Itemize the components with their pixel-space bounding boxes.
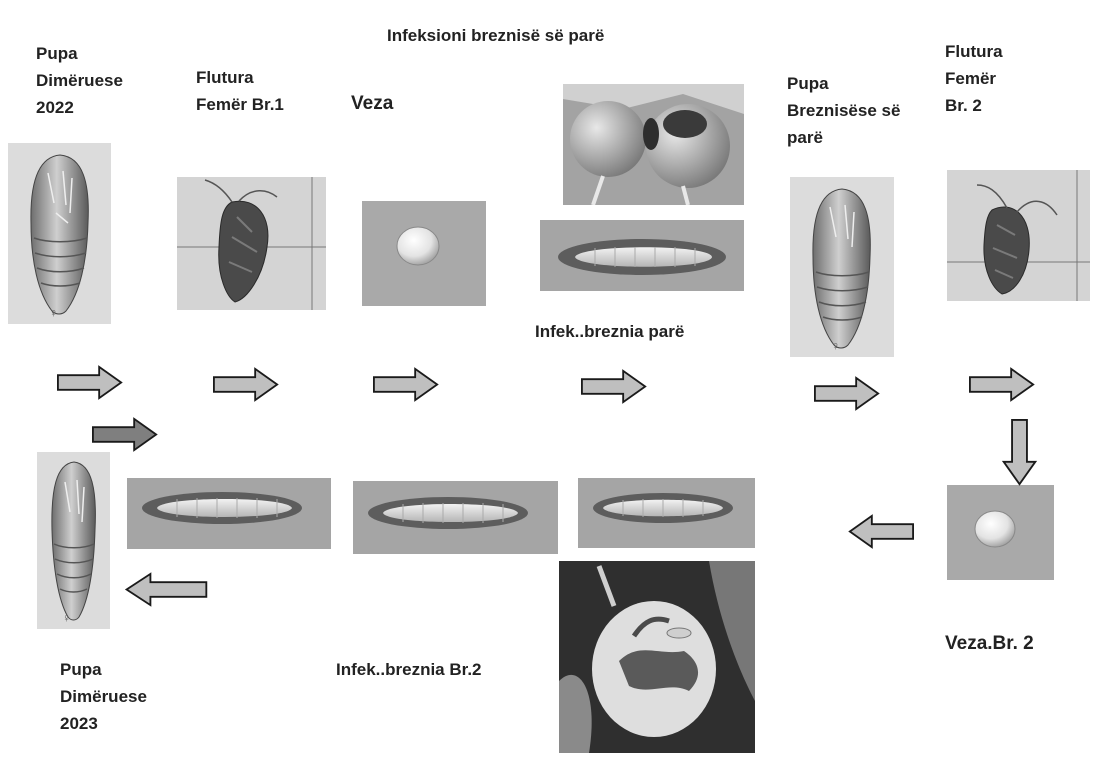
pupa-photo-2022: ♀	[8, 143, 111, 324]
arrow-left-2	[121, 572, 211, 607]
arrow-left-1	[845, 514, 917, 549]
arrow-right-4	[578, 369, 650, 404]
larva-photo-bottom-3	[578, 478, 755, 548]
pupa-photo-gen1: ♀	[790, 177, 894, 357]
svg-text:♀: ♀	[49, 306, 58, 320]
pupa-photo-2023: ♀	[37, 452, 110, 629]
arrow-right-6	[966, 367, 1038, 402]
egg-photo-br2	[947, 485, 1054, 580]
label-pupa-brezni-pare: Pupa Breznisëse së parë	[787, 74, 901, 147]
apples-photo	[563, 84, 744, 205]
arrow-right-2	[210, 367, 282, 402]
moth-female-photo-br1	[177, 177, 326, 310]
label-infek-breznia-pare: Infek..breznia parë	[535, 322, 685, 341]
arrow-right-1	[54, 365, 126, 400]
arrow-down	[1001, 419, 1038, 486]
label-pupa-dimeruese-2022: Pupa Dimëruese 2022	[36, 44, 123, 117]
diagram-title: Infeksioni breznisë së parë	[387, 26, 605, 45]
arrow-right-5	[811, 376, 883, 411]
larva-photo-bottom-1	[127, 478, 331, 549]
label-veza: Veza	[351, 93, 394, 114]
label-flutura-femer-br2: Flutura Femër Br. 2	[945, 42, 1003, 115]
label-infek-breznia-br2: Infek..breznia Br.2	[336, 660, 482, 679]
egg-photo	[362, 201, 486, 306]
label-veza-br2: Veza.Br. 2	[945, 633, 1034, 654]
svg-text:♀: ♀	[831, 339, 840, 353]
svg-text:♀: ♀	[62, 611, 71, 625]
moth-female-photo-br2	[947, 170, 1090, 301]
larva-photo-gen1	[540, 220, 744, 291]
larva-photo-bottom-2	[353, 481, 558, 554]
arrow-right-3	[370, 367, 442, 402]
label-flutura-femer-br1: Flutura Femër Br.1	[196, 68, 284, 114]
label-pupa-dimeruese-2023: Pupa Dimëruese 2023	[60, 660, 147, 733]
arrow-right-dark	[89, 417, 161, 452]
infested-apple-photo	[559, 561, 755, 753]
